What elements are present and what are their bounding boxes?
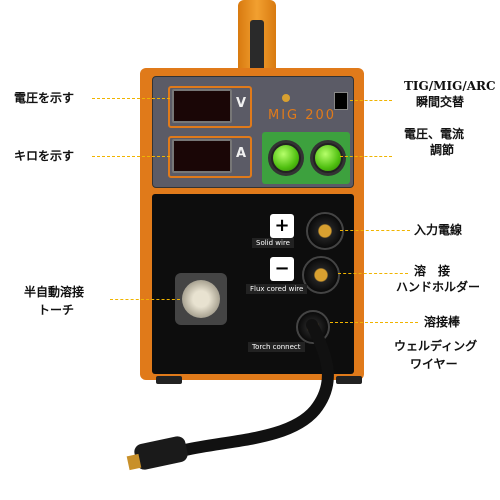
foot-right xyxy=(336,376,362,384)
adjust-label-1: 電圧、電流 xyxy=(404,127,465,141)
adjust-leader xyxy=(340,156,392,157)
indicator-lamp xyxy=(282,94,290,102)
rod-label-1: 溶接棒 xyxy=(424,315,461,329)
minus-socket[interactable] xyxy=(302,256,340,294)
current-display xyxy=(172,139,232,173)
cable-connector xyxy=(134,436,188,470)
torch-connect-label: Torch connect xyxy=(248,342,305,352)
voltage-display xyxy=(172,89,232,123)
current-meter-frame xyxy=(168,136,252,178)
foot-left xyxy=(156,376,182,384)
flux-wire-label: Flux cored wire xyxy=(246,284,308,294)
torch-socket[interactable] xyxy=(182,280,220,318)
rod-label-3: ワイヤー xyxy=(410,357,458,371)
voltage-unit: V xyxy=(236,96,247,111)
holder-leader xyxy=(338,273,408,274)
voltage-knob[interactable] xyxy=(271,143,301,173)
current-unit: A xyxy=(236,146,247,161)
mode-leader xyxy=(350,100,392,101)
rod-label-2: ウェルディング xyxy=(394,339,478,353)
kilo-label: キロを示す xyxy=(14,149,75,163)
model-name: MIG 200 xyxy=(268,108,337,123)
adjust-label-2: 調節 xyxy=(430,143,455,157)
semiauto-label-2: トーチ xyxy=(38,303,75,317)
plus-terminal-icon: + xyxy=(270,214,294,238)
holder-label-2: ハンドホルダー xyxy=(396,280,481,294)
input-label: 入力電線 xyxy=(414,223,463,237)
voltage-label: 電圧を示す xyxy=(14,91,75,105)
semiauto-label-1: 半自動溶接 xyxy=(24,285,85,299)
holder-label-1: 溶 接 xyxy=(414,264,451,278)
kilo-leader xyxy=(92,156,170,157)
torch-leader xyxy=(110,299,180,300)
minus-terminal-icon: − xyxy=(270,257,294,281)
connector-pin xyxy=(126,453,142,471)
mode-label-1: TIG/MIG/ARC xyxy=(404,79,496,93)
voltage-meter-frame xyxy=(168,86,252,128)
current-knob[interactable] xyxy=(313,143,343,173)
mode-switch[interactable] xyxy=(334,92,348,110)
solid-wire-label: Solid wire xyxy=(252,238,294,248)
rod-leader xyxy=(330,322,418,323)
voltage-leader xyxy=(92,98,170,99)
mode-label-2: 瞬間交替 xyxy=(416,95,465,109)
plus-socket[interactable] xyxy=(306,212,344,250)
input-leader xyxy=(340,230,410,231)
handle-grip xyxy=(250,20,264,80)
